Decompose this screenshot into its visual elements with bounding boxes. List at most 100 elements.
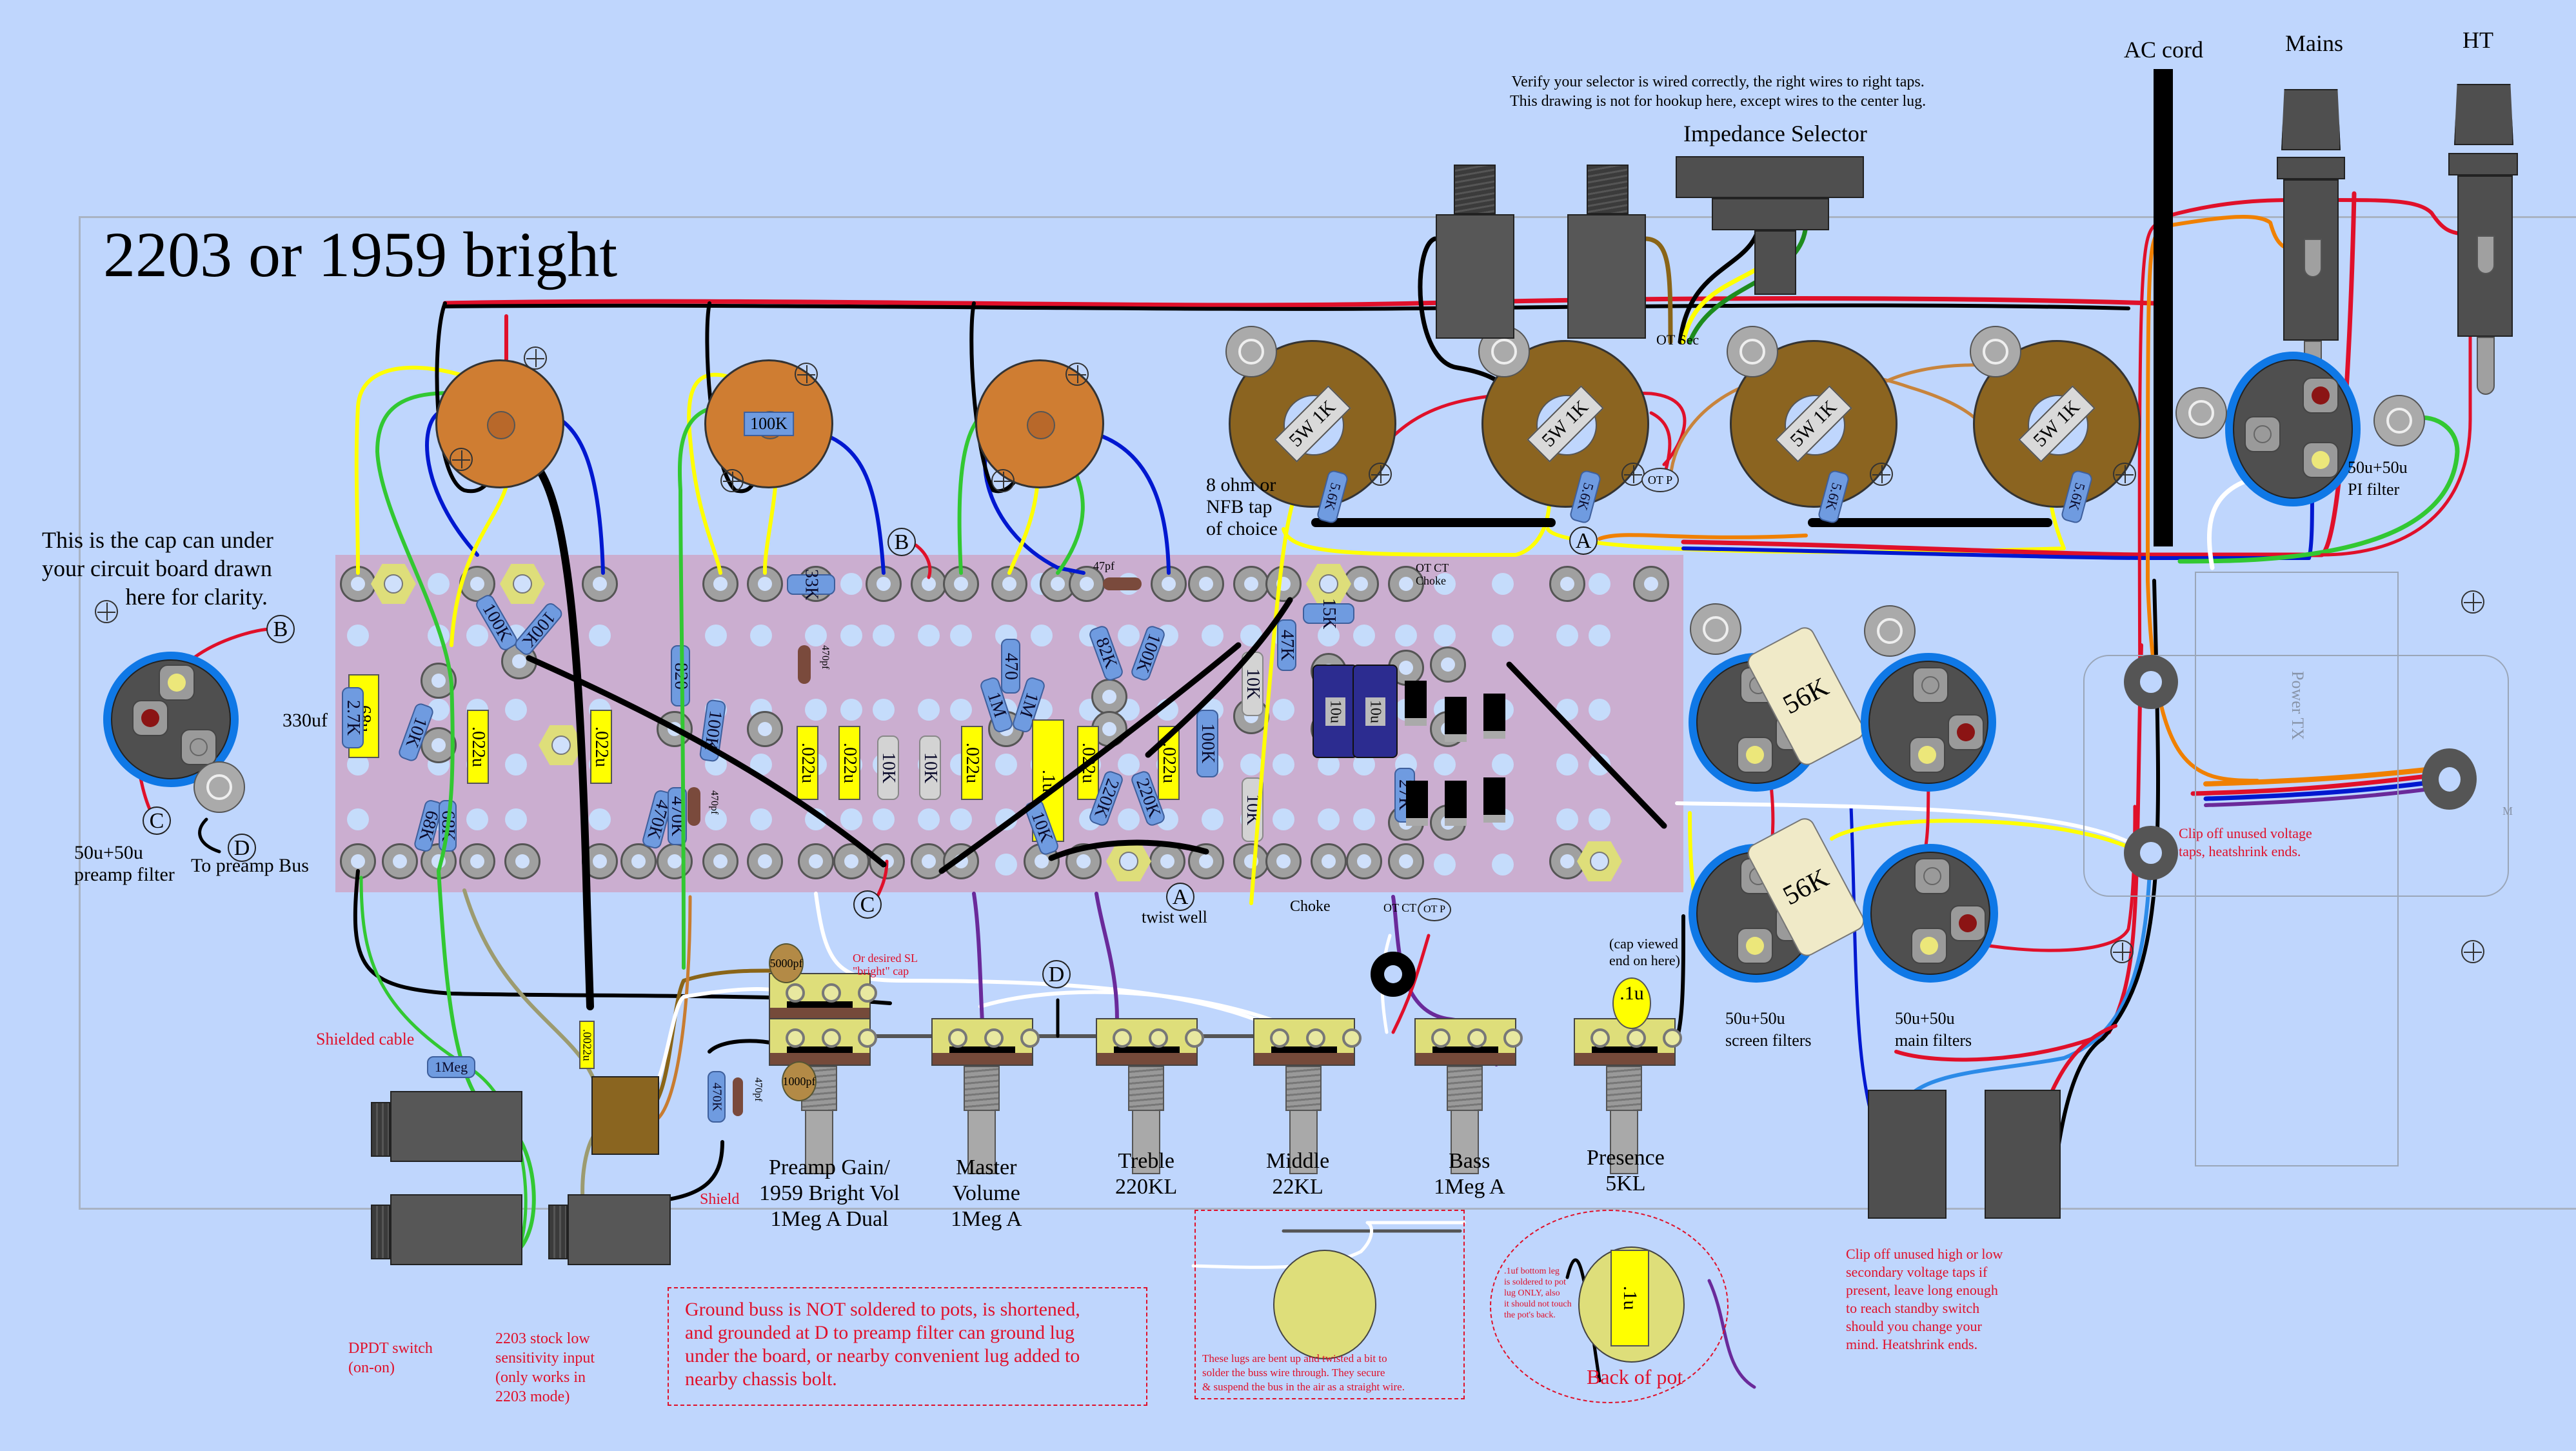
ot-ct-choke-label: OT CT Choke [1416, 561, 1449, 587]
note-line: .1uf bottom leg [1504, 1266, 1560, 1276]
note-line: and grounded at D to preamp filter can g… [685, 1322, 1075, 1343]
pot-shaft-preamp-gain[interactable] [805, 1110, 833, 1174]
note-line: solder the buss wire through. They secur… [1202, 1366, 1385, 1379]
standby-switch[interactable] [1868, 1090, 1947, 1219]
dpdt-switch[interactable] [591, 1076, 659, 1155]
ptx-m-mark: M [2502, 805, 2513, 817]
pot-shaft-bass[interactable] [1451, 1110, 1479, 1174]
impedance-selector-body [1712, 198, 1829, 230]
pot-lug [1590, 1028, 1610, 1048]
pot-treble[interactable] [1096, 1018, 1204, 1066]
cap-lug [181, 729, 217, 765]
wire-ptx-trunk-blue [1901, 837, 2153, 1112]
input-jack-2203-low[interactable] [568, 1194, 671, 1265]
cap-lug [159, 665, 195, 701]
ground-lug-icon [1225, 326, 1277, 377]
mount-hole-icon [991, 469, 1015, 492]
board-hole [1353, 808, 1375, 830]
turret-eyelet [1549, 566, 1585, 602]
mount-hole-icon [2461, 590, 2484, 614]
board-hole [918, 625, 940, 646]
board-hole [1492, 754, 1514, 776]
power-switch[interactable] [1985, 1090, 2061, 1219]
note-line: to reach standby switch [1846, 1300, 1980, 1316]
note-line: (only works in [495, 1369, 586, 1386]
pot-shaft-middle[interactable] [1289, 1110, 1318, 1174]
mains-fuse-cap[interactable] [2281, 89, 2341, 150]
wire-red-b [192, 627, 273, 660]
preamp-filter-label: 50u+50u preamp filter [74, 842, 175, 886]
pot-master-volume[interactable] [931, 1018, 1040, 1066]
turret-eyelet [1343, 566, 1379, 602]
cap-lug [1909, 737, 1945, 773]
pot-lug [1020, 1028, 1040, 1048]
note-line: Clip off unused high or low [1846, 1246, 2003, 1262]
filter-cap-can [1863, 844, 1998, 983]
pot-middle[interactable] [1253, 1018, 1362, 1066]
input-jack-low[interactable] [390, 1194, 522, 1265]
point-d: D [228, 834, 256, 862]
turret-eyelet [1149, 843, 1185, 879]
back-of-pot-label: Back of pot [1587, 1365, 1683, 1388]
lugs-detail-box: These lugs are bent up and twisted a bit… [1194, 1210, 1465, 1399]
mount-hole-icon [795, 363, 818, 386]
filter-cap-can [1861, 653, 1996, 792]
ht-fuse-cap[interactable] [2454, 84, 2513, 145]
resistor-1meg: 1Meg [427, 1056, 475, 1078]
board-hole [1353, 625, 1375, 646]
selector-warning-line: This drawing is not for hookup here, exc… [1510, 93, 1927, 110]
pot-shaft-presence[interactable] [1610, 1110, 1638, 1174]
ht-buss-red [442, 296, 2156, 308]
pot-label-line: 1Meg A [951, 1207, 1022, 1231]
cap-can-note: This is the cap can under your circuit b… [42, 526, 273, 611]
input-jack-high[interactable] [390, 1091, 522, 1162]
note-line: Or desired SL [853, 952, 918, 965]
board-hole [1492, 854, 1514, 876]
pot-lug [1503, 1028, 1523, 1048]
mount-hole-icon [2461, 940, 2484, 963]
pot-label-line: Presence [1587, 1146, 1665, 1170]
pot-preamp-gain[interactable] [769, 1018, 877, 1066]
film-capacitor: .022u [838, 726, 860, 800]
note-line: nearby chassis bolt. [685, 1368, 837, 1390]
mains-fuse-label: Mains [2285, 30, 2343, 56]
fuse-lug [2304, 239, 2322, 277]
pot-preamp-gain[interactable] [769, 973, 877, 1021]
board-hole [1492, 573, 1514, 595]
note-line: 2203 mode) [495, 1388, 570, 1405]
pot-lug [786, 1028, 805, 1048]
turret-eyelet [866, 566, 902, 602]
board-hole [505, 808, 527, 830]
wire-yellow-v2 [687, 372, 757, 575]
pot-shaft-treble[interactable] [1132, 1110, 1160, 1174]
board-mount-nut [500, 564, 545, 604]
board-hole [1318, 808, 1340, 830]
pot-shaft-master-volume[interactable] [967, 1110, 996, 1174]
impedance-selector[interactable] [1676, 156, 1864, 198]
board-hole [805, 699, 827, 721]
board-hole [1434, 754, 1456, 776]
pot-lug [948, 1028, 967, 1048]
board-hole [1118, 754, 1140, 776]
cap-470pf [798, 645, 811, 684]
pot-lug [1185, 1028, 1204, 1048]
board-hole [840, 699, 862, 721]
mount-hole-icon [524, 346, 547, 370]
presence-cap: .1u [1612, 977, 1651, 1029]
screen-filter-line: screen filters [1725, 1031, 1812, 1050]
power-tube-4: 5W 1K [1973, 340, 2141, 508]
board-mount-nut [371, 564, 416, 604]
ot-p-tag: OT P [1641, 468, 1679, 492]
impedance-selector-lugs [1754, 230, 1796, 295]
pot-presence[interactable] [1574, 1018, 1682, 1066]
back-of-pot-detail: .1u .1uf bottom leg is soldered to pot l… [1490, 1210, 1729, 1403]
pot-lug [1113, 1028, 1132, 1048]
ground-lug-icon [193, 761, 245, 813]
resistor: 10K [877, 736, 899, 800]
resistor: 470 [1001, 639, 1021, 694]
wire-green-v2 [677, 403, 744, 970]
pot-label-line: 5KL [1605, 1172, 1646, 1196]
pot-bass[interactable] [1414, 1018, 1523, 1066]
